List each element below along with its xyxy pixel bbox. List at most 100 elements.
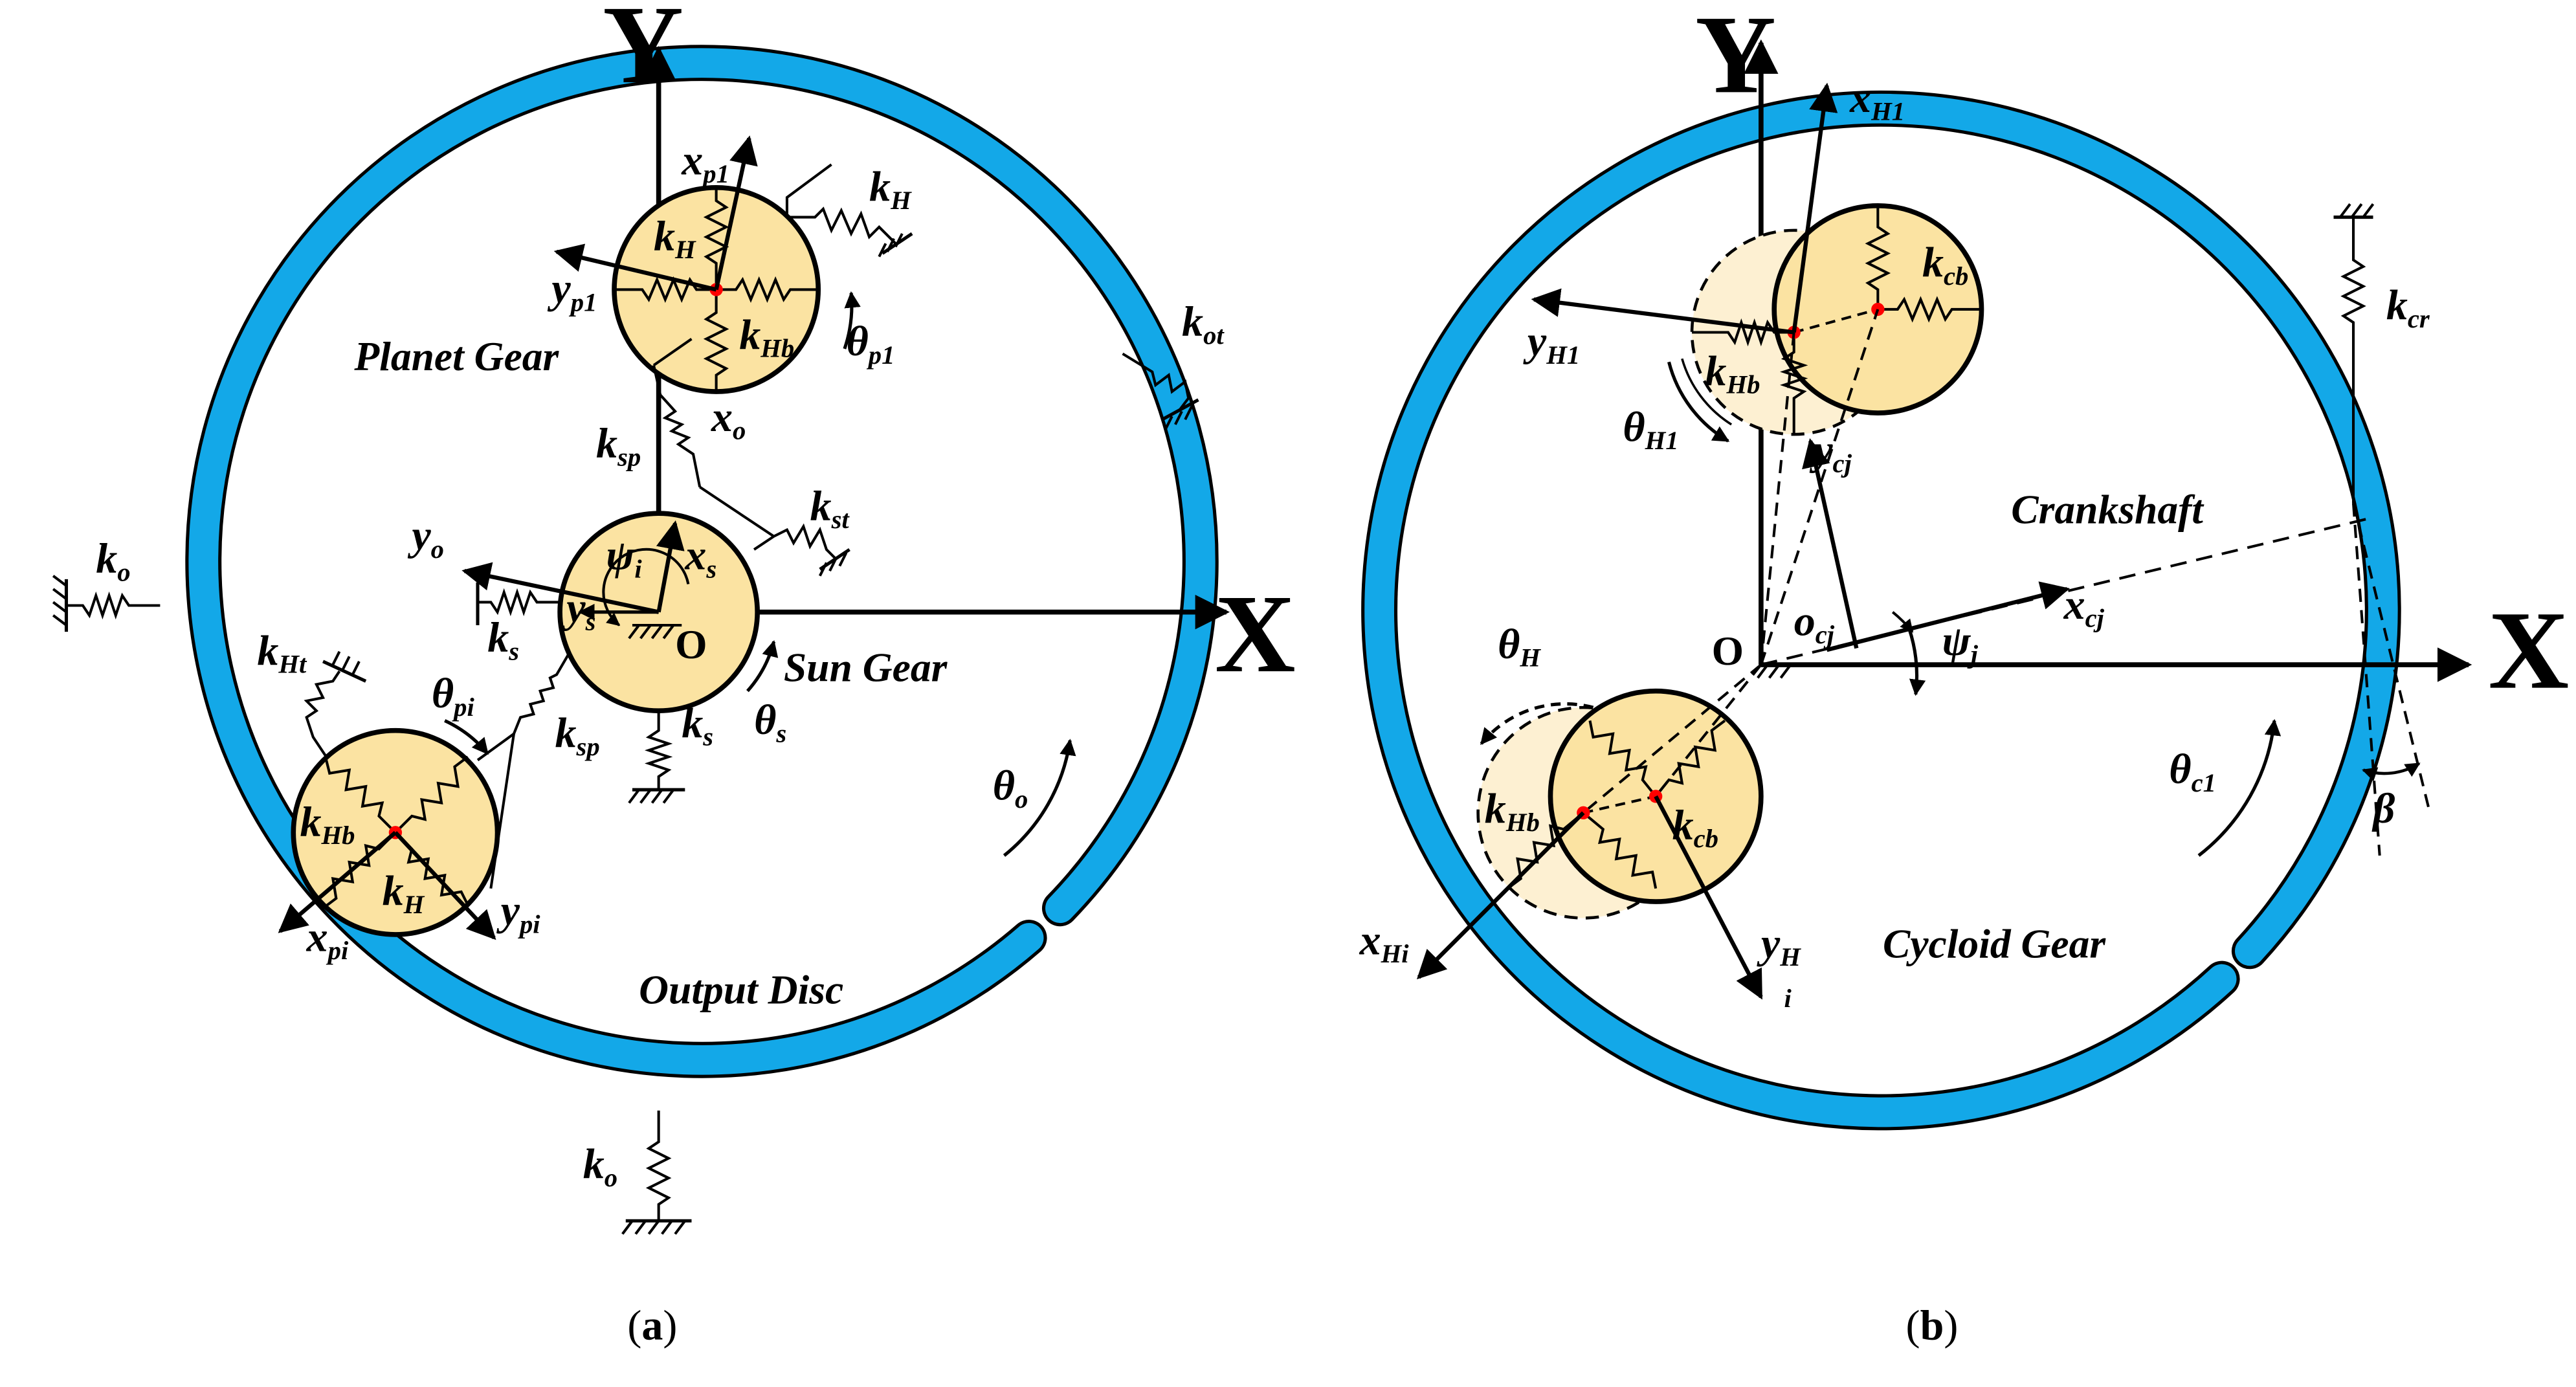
- label-theta-H1: θH1: [1623, 403, 1678, 455]
- arrow-ypi: [394, 831, 496, 940]
- spring-bottom-top: [703, 289, 729, 392]
- spring-kHb-up-v: [1780, 332, 1808, 435]
- label-ko-left: ko: [96, 535, 130, 587]
- label-sun-gear: Sun Gear: [784, 644, 948, 690]
- label-theta-s: θs: [754, 696, 786, 748]
- label-kHb-top-b: kHb: [1705, 348, 1760, 399]
- arrow-yH1: [1531, 288, 1795, 335]
- label-ypi: ypi: [496, 887, 541, 939]
- label-ocj: ocj: [1794, 597, 1835, 649]
- label-kH-low: kH: [383, 867, 425, 919]
- label-kHb-low-b: kHb: [1485, 785, 1540, 837]
- spring-kH-outer: [786, 206, 897, 245]
- spring-kst: [753, 523, 838, 560]
- caption-b: (b): [1906, 1302, 1959, 1349]
- label-origin-b: O: [1712, 628, 1744, 674]
- arc-theta-c1: [2197, 718, 2282, 857]
- label-ko-bottom: ko: [583, 1140, 617, 1192]
- panel-b: Y X O: [1359, 0, 2570, 1349]
- label-kcb-top: kcb: [1922, 239, 1968, 291]
- arc-theta-o: [1003, 738, 1076, 857]
- arrow-xp1: [714, 135, 758, 291]
- arc-theta-H: [1480, 702, 1594, 746]
- x-axis-label-b: X: [2488, 589, 2569, 713]
- label-ksp-lower: ksp: [555, 709, 599, 761]
- label-theta-H: θH: [1498, 621, 1541, 672]
- label-ys: ys: [562, 584, 595, 636]
- label-xcj: xcj: [2063, 581, 2105, 633]
- arc-theta-pi: [444, 719, 489, 755]
- label-yH: yH: [1757, 920, 1801, 972]
- arrow-yo: [461, 562, 660, 614]
- spring-kHb-low-2: [394, 755, 469, 834]
- label-psi-i: ψi: [606, 532, 642, 584]
- label-psi-j: ψj: [1942, 617, 1978, 669]
- panel-a: Y X: [52, 0, 1296, 1349]
- label-ksp-upper: ksp: [596, 420, 641, 472]
- spring-ko-bottom: [645, 1110, 672, 1221]
- label-ks-left: ks: [487, 614, 519, 666]
- x-axis-label-a: X: [1215, 572, 1296, 696]
- arrow-yH: [1654, 795, 1763, 1000]
- y-axis-label-b: Y: [1695, 0, 1776, 117]
- label-theta-c1: θc1: [2169, 746, 2216, 797]
- spring-low-2: [1654, 719, 1726, 797]
- label-ycj: ycj: [1809, 427, 1852, 478]
- label-origin-a: O: [675, 621, 707, 667]
- spring-kHb-top: [716, 276, 819, 303]
- label-kHt: kHt: [257, 627, 307, 679]
- label-theta-o: θo: [993, 762, 1028, 814]
- arc-theta-H1: [1667, 361, 1730, 443]
- spring-kH-top: [703, 187, 729, 290]
- arc-psi-j-top: [1891, 611, 1914, 633]
- label-xo: xo: [711, 394, 746, 445]
- arrow-xH1: [1792, 82, 1838, 333]
- spring-ksp-lower: [513, 654, 570, 735]
- y-axis-label-a: Y: [603, 0, 683, 107]
- label-cycloid-gear: Cycloid Gear: [1883, 921, 2106, 967]
- label-yH1: yH1: [1523, 318, 1580, 370]
- spring-low-1: [1588, 720, 1657, 797]
- label-theta-p1: θp1: [846, 318, 894, 370]
- spring-ks-bottom: [644, 711, 673, 790]
- label-theta-pi: θpi: [432, 670, 475, 722]
- arc-beta: [2362, 762, 2421, 782]
- label-kHb-top: kHb: [739, 311, 794, 363]
- label-xp1: xp1: [681, 137, 729, 188]
- label-kH-outer: kH: [869, 163, 912, 215]
- label-xH1: xH1: [1849, 74, 1905, 126]
- label-kHb-low: kHb: [300, 798, 355, 850]
- label-xpi: xpi: [306, 913, 349, 965]
- arc-psi-i: [602, 548, 690, 627]
- arrow-xs: [656, 520, 685, 613]
- spring-ksp-upper: [652, 364, 702, 487]
- spring-kcb-up-2: [1878, 296, 1980, 323]
- arrow-ycj: [1802, 438, 1859, 649]
- label-xs: xs: [684, 532, 716, 584]
- label-kcb-low: kcb: [1672, 801, 1718, 853]
- spring-kot: [1122, 352, 1190, 412]
- label-ks-bottom: ks: [682, 700, 713, 751]
- spring-ko-left: [66, 591, 161, 620]
- label-kH-top: kH: [654, 212, 696, 264]
- label-planet-gear: Planet Gear: [353, 333, 559, 379]
- label-kcr: kcr: [2386, 282, 2430, 333]
- label-output-disc: Output Disc: [639, 967, 843, 1013]
- arc-theta-s: [746, 639, 779, 693]
- label-crankshaft: Crankshaft: [2011, 486, 2204, 532]
- arc-theta-p1: [843, 291, 861, 350]
- spring-kHb-low-1: [325, 759, 397, 834]
- label-kst: kst: [810, 482, 850, 534]
- label-yo: yo: [407, 512, 444, 564]
- label-yp1: yp1: [547, 265, 597, 317]
- spring-low-3: [1582, 812, 1658, 889]
- spring-kcr: [2340, 217, 2366, 504]
- label-beta: β: [2371, 785, 2395, 832]
- label-xHi: xHi: [1359, 916, 1410, 968]
- spring-low-4: [1507, 812, 1584, 890]
- arrow-xpi: [278, 830, 397, 933]
- label-kot: kot: [1182, 298, 1225, 350]
- arrow-xHi: [1416, 811, 1585, 980]
- spring-kcb-up-1: [1865, 207, 1891, 309]
